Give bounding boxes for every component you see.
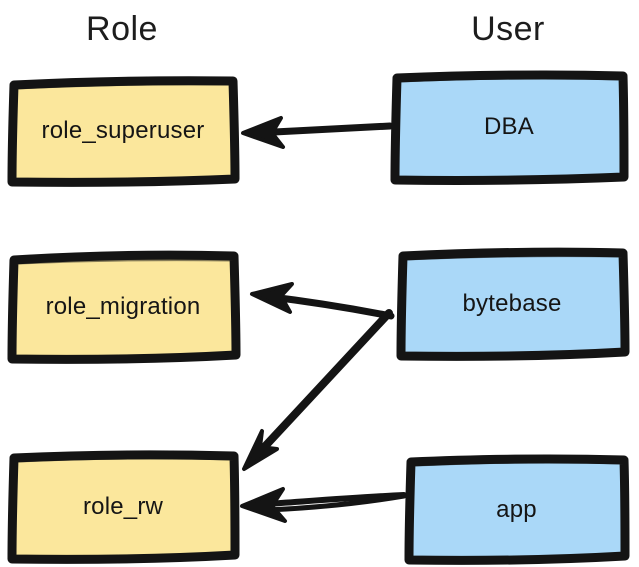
edge-bytebase-to-role-rw	[242, 309, 393, 471]
edge-app-to-role-rw	[240, 487, 407, 523]
node-shape	[404, 454, 630, 565]
column-header-user: User	[471, 10, 545, 48]
node-shape	[7, 450, 240, 564]
edge-dba-to-role-superuser	[241, 116, 394, 149]
node-shape	[390, 70, 629, 185]
node-label: role_migration	[45, 293, 201, 320]
node-role-migration[interactable]: role_migration	[6, 250, 241, 364]
node-label: DBA	[484, 113, 534, 140]
node-bytebase[interactable]: bytebase	[394, 247, 630, 361]
node-label: app	[496, 496, 537, 523]
node-shape	[7, 76, 240, 187]
node-shape	[396, 247, 630, 361]
node-app[interactable]: app	[403, 454, 630, 565]
node-shape	[7, 250, 241, 364]
node-label: bytebase	[462, 290, 562, 317]
node-dba[interactable]: DBA	[388, 70, 630, 185]
edge-bytebase-to-role-migration	[250, 282, 395, 320]
node-role-rw[interactable]: role_rw	[6, 450, 240, 564]
column-header-role: Role	[86, 10, 158, 48]
node-label: role_superuser	[41, 117, 205, 144]
node-label: role_rw	[82, 493, 164, 520]
node-role-superuser[interactable]: role_superuser	[6, 76, 240, 187]
